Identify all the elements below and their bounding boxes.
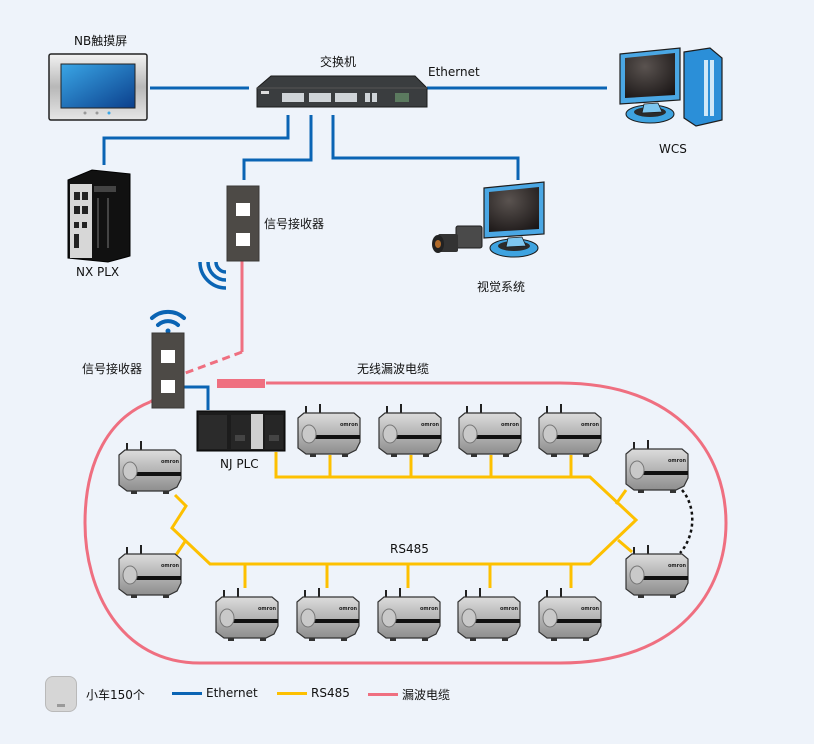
legend-leaky-cable-label: 漏波电缆 bbox=[402, 688, 451, 702]
receiver-top-label: 信号接收器 bbox=[264, 217, 325, 231]
robot-top-1 bbox=[297, 403, 361, 458]
robot-bottom-1 bbox=[215, 587, 279, 642]
ethernet-line-swatch bbox=[172, 691, 202, 695]
link-switch-vision bbox=[331, 115, 520, 180]
legend-rs485-label: RS485 bbox=[311, 686, 350, 700]
nx-plx-label: NX PLX bbox=[76, 265, 120, 279]
receiver-bottom-label: 信号接收器 bbox=[82, 362, 143, 376]
robot-left-2 bbox=[118, 544, 182, 599]
link-switch-receiver bbox=[242, 115, 313, 180]
robot-top-3 bbox=[458, 403, 522, 458]
robot-bottom-5 bbox=[538, 587, 602, 642]
rs485-bus bbox=[170, 452, 639, 588]
wireless-signal-icon bbox=[198, 261, 227, 290]
switch-label: 交换机 bbox=[320, 55, 357, 69]
legend-car-label: 小车150个 bbox=[86, 688, 145, 702]
robot-wireless-link bbox=[679, 489, 694, 554]
receiver-top-icon bbox=[226, 185, 260, 262]
legend: 小车150个 Ethernet RS485 漏波电缆 bbox=[0, 676, 814, 716]
wcs-computer-icon bbox=[619, 47, 723, 127]
link-switch-nxplx bbox=[102, 115, 290, 165]
vision-system-label: 视觉系统 bbox=[477, 280, 526, 294]
legend-ethernet: Ethernet bbox=[172, 686, 258, 700]
nb-touchscreen-icon bbox=[48, 53, 148, 121]
legend-car: 小车150个 bbox=[86, 686, 145, 703]
robot-top-2 bbox=[378, 403, 442, 458]
nx-plx-icon bbox=[67, 169, 131, 263]
robot-bottom-4 bbox=[457, 587, 521, 642]
receiver-bottom-icon bbox=[151, 332, 185, 409]
wcs-label: WCS bbox=[659, 142, 687, 156]
robot-bottom-2 bbox=[296, 587, 360, 642]
leaky-cable-line-swatch bbox=[368, 693, 398, 696]
nj-plc-label: NJ PLC bbox=[220, 457, 259, 471]
robot-left-1 bbox=[118, 440, 182, 495]
robot-right-2 bbox=[625, 544, 689, 599]
wifi-icon bbox=[150, 309, 186, 334]
nj-plc-icon bbox=[196, 410, 286, 452]
vision-system-icon bbox=[432, 181, 545, 258]
legend-ethernet-label: Ethernet bbox=[206, 686, 258, 700]
robot-top-4 bbox=[538, 403, 602, 458]
rs485-label: RS485 bbox=[390, 542, 429, 556]
robot-right-1 bbox=[625, 439, 689, 494]
leaky-cable-dashed bbox=[179, 350, 243, 377]
legend-leaky-cable: 漏波电缆 bbox=[368, 686, 450, 703]
switch-icon bbox=[256, 75, 428, 108]
nb-touchscreen-label: NB触摸屏 bbox=[74, 34, 128, 48]
legend-rs485: RS485 bbox=[277, 686, 350, 700]
robot-bottom-3 bbox=[377, 587, 441, 642]
rs485-line-swatch bbox=[277, 691, 307, 695]
car-icon bbox=[45, 676, 77, 712]
leaky-cable-label: 无线漏波电缆 bbox=[357, 362, 430, 376]
ethernet-label: Ethernet bbox=[428, 65, 480, 79]
leaky-cable-loop bbox=[83, 381, 728, 665]
leaky-cable-terminator bbox=[217, 379, 265, 388]
